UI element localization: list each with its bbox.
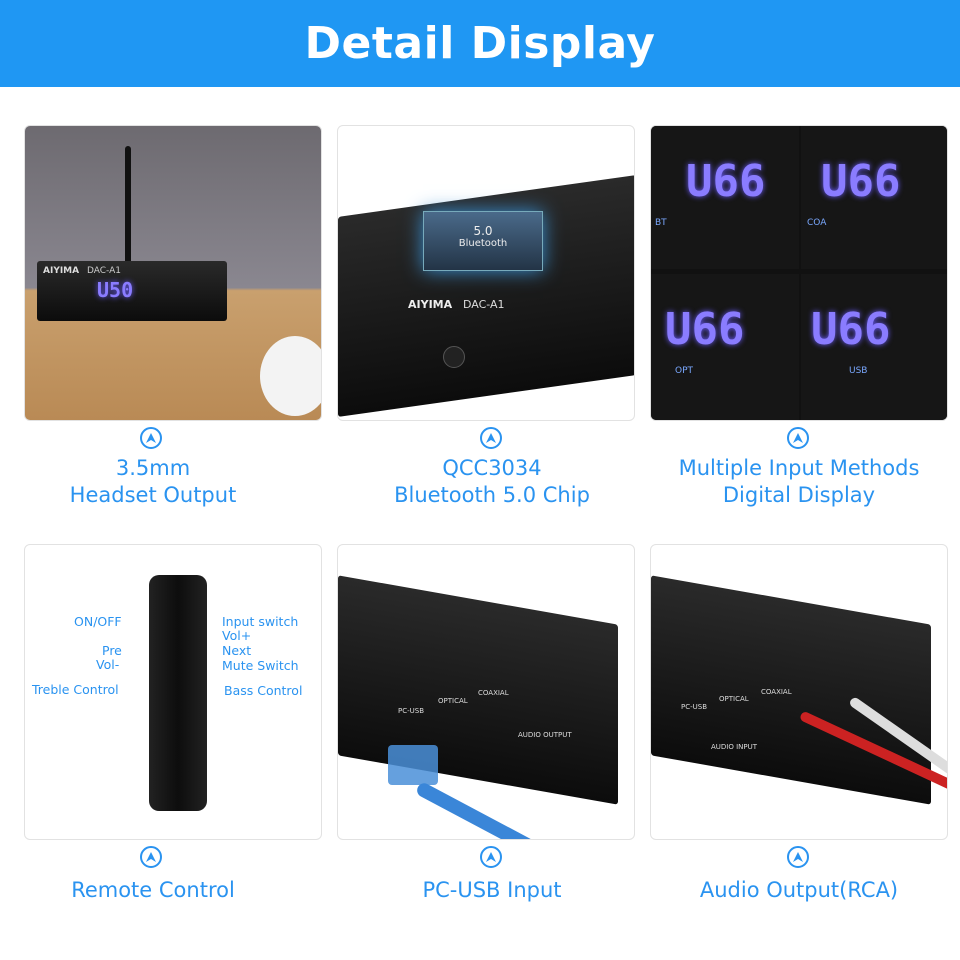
port-label: AUDIO OUTPUT xyxy=(518,731,572,739)
lcd-display: U66 xyxy=(665,304,745,355)
headset-output-photo: AIYIMA DAC-A1 U50 xyxy=(24,125,322,421)
page-title: Detail Display xyxy=(304,18,656,69)
chip-version: 5.0 xyxy=(473,224,493,238)
remote-label-treble: Treble Control xyxy=(32,682,119,697)
chevron-up-icon xyxy=(787,427,809,449)
header-banner: Detail Display xyxy=(0,0,960,87)
remote-label-bass: Bass Control xyxy=(224,683,303,698)
remote-label-vol-down: Vol- xyxy=(96,657,120,672)
port-label: PC-USB xyxy=(398,707,425,715)
port-label: PC-USB xyxy=(681,703,708,711)
input-label: OPT xyxy=(675,366,694,376)
remote-label-pre: Pre xyxy=(102,643,122,658)
pc-usb-input-photo: PC-USB OPTICAL COAXIAL AUDIO OUTPUT xyxy=(337,544,635,840)
bluetooth-chip-photo: 5.0 Bluetooth AIYIMA DAC-A1 xyxy=(337,125,635,421)
caption-pc-usb: PC-USB Input xyxy=(422,878,562,902)
input-label: COA xyxy=(807,218,827,228)
remote-label-vol-up: Vol+ xyxy=(222,628,252,643)
input-label: BT xyxy=(655,218,667,228)
lcd-display: U66 xyxy=(821,156,901,207)
port-label: OPTICAL xyxy=(719,695,749,703)
rca-output-photo: PC-USB OPTICAL COAXIAL AUDIO INPUT xyxy=(650,544,948,840)
chevron-up-icon xyxy=(480,846,502,868)
port-label: COAXIAL xyxy=(761,688,792,696)
model-label: DAC-A1 xyxy=(463,298,505,311)
model-label: DAC-A1 xyxy=(87,266,121,276)
chevron-up-icon xyxy=(140,846,162,868)
lcd-display: U66 xyxy=(686,156,766,207)
chevron-up-icon xyxy=(787,846,809,868)
remote-label-next: Next xyxy=(222,643,252,658)
brand-logo: AIYIMA xyxy=(408,298,453,311)
chip-label: Bluetooth xyxy=(458,238,508,249)
port-label: OPTICAL xyxy=(438,697,468,705)
input-label: USB xyxy=(849,366,868,376)
lcd-display: U50 xyxy=(97,278,134,302)
remote-label-mute: Mute Switch xyxy=(222,658,299,673)
lcd-display: U66 xyxy=(811,304,891,355)
remote-control-photo: ON/OFF Pre Vol- Treble Control Input swi… xyxy=(24,544,322,840)
port-label: COAXIAL xyxy=(478,689,509,697)
caption-audio-output: Audio Output(RCA) xyxy=(699,878,899,902)
chevron-up-icon xyxy=(140,427,162,449)
brand-logo: AIYIMA xyxy=(43,266,80,276)
chevron-up-icon xyxy=(480,427,502,449)
remote-label-input-switch: Input switch xyxy=(222,614,299,629)
port-label: AUDIO INPUT xyxy=(711,743,758,751)
caption-remote-control: Remote Control xyxy=(71,878,235,902)
remote-label-on-off: ON/OFF xyxy=(74,614,122,629)
